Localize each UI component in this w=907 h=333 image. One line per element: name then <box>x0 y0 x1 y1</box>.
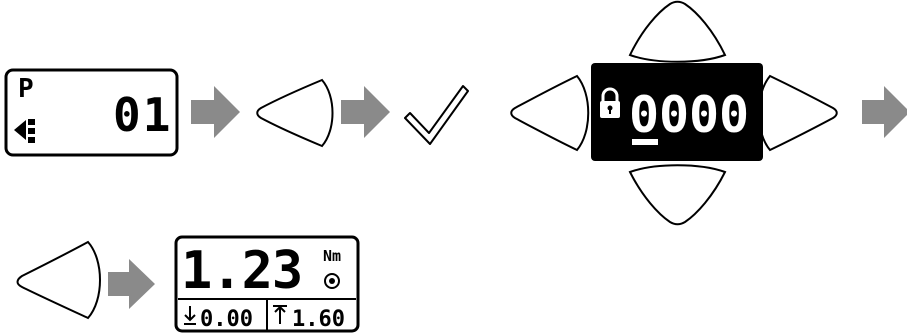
tool-icon <box>14 119 35 143</box>
lower-limit-icon <box>184 306 196 325</box>
program-mode-letter: P <box>18 74 34 104</box>
code-digit-2: 0 <box>659 86 689 144</box>
torque-value: 1.23 <box>181 241 302 301</box>
upper-limit-icon <box>273 305 287 324</box>
torque-unit: Nm <box>323 247 341 265</box>
left-button-icon <box>16 240 101 320</box>
code-digit-3: 0 <box>689 86 719 144</box>
right-arrow-icon <box>191 86 240 138</box>
upper-limit-value: 1.60 <box>292 307 345 332</box>
lock-icon <box>600 87 620 118</box>
check-icon <box>404 85 469 145</box>
code-digit-4: 0 <box>719 86 749 144</box>
torque-display: 1.23 Nm 0.00 1.60 <box>174 235 360 333</box>
lock-code-display: 0 0 0 0 <box>591 63 763 161</box>
right-arrow-icon <box>108 259 155 309</box>
program-display: P 01 <box>4 68 179 157</box>
code-cursor <box>632 139 658 145</box>
code-digit-1: 0 <box>629 86 659 144</box>
up-button-icon <box>628 0 727 63</box>
right-arrow-icon <box>862 86 907 138</box>
left-button-icon <box>510 74 590 152</box>
target-icon <box>324 273 340 289</box>
right-button-icon <box>757 74 838 152</box>
right-arrow-icon <box>341 86 390 138</box>
lower-limit-value: 0.00 <box>200 307 253 332</box>
down-button-icon <box>628 164 727 226</box>
program-number: 01 <box>113 88 172 142</box>
left-button-icon <box>256 78 334 148</box>
